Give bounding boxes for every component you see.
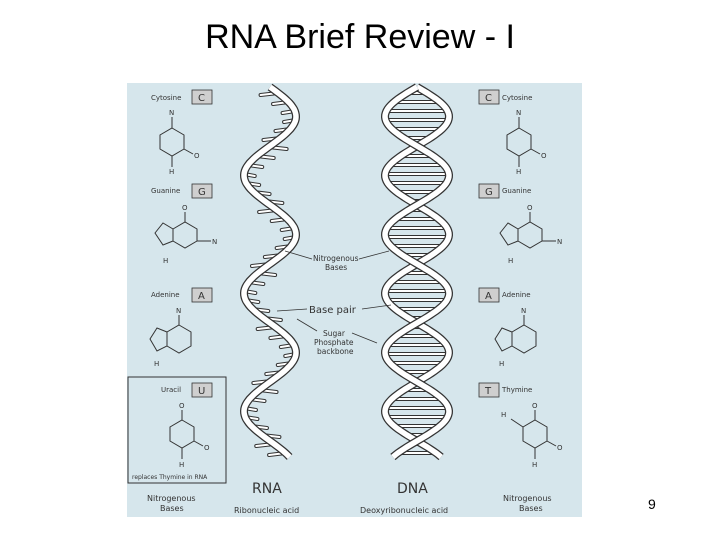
svg-text:O: O (182, 204, 188, 212)
base-name: Thymine (501, 386, 532, 394)
svg-text:N: N (516, 109, 521, 117)
base-letter-box (191, 183, 213, 199)
rna-full-name: Ribonucleic acid (234, 506, 299, 515)
base-name: Guanine (151, 187, 180, 195)
svg-text:H: H (532, 461, 537, 469)
svg-text:H: H (163, 257, 168, 265)
svg-text:Bases: Bases (519, 504, 543, 513)
base-letter-box (191, 89, 213, 105)
base-letter: T (484, 386, 492, 397)
center-labels: Nitrogenous Bases Base pair Sugar Phosph… (276, 250, 392, 356)
svg-text:backbone: backbone (317, 347, 354, 356)
leader-nitrogenous-left (284, 250, 313, 260)
svg-text:H: H (169, 168, 174, 176)
left-adenine: Adenine A N H (149, 287, 213, 368)
left-cytosine: Cytosine C N H O (151, 89, 213, 176)
base-letter: A (485, 291, 492, 302)
leader-base-pair-left (276, 308, 308, 312)
svg-text:H: H (499, 360, 504, 368)
rna-title: RNA (252, 481, 282, 497)
dna-title: DNA (397, 481, 428, 497)
label-base-pair: Base pair (309, 305, 357, 316)
svg-text:O: O (527, 204, 533, 212)
base-name: Adenine (151, 291, 180, 299)
purine-ring-5 (149, 327, 168, 352)
svg-text:H: H (154, 360, 159, 368)
dna-strand-1 (382, 84, 452, 460)
left-footer: Nitrogenous Bases (147, 494, 196, 513)
label-backbone: Sugar (323, 329, 346, 338)
base-letter-box (478, 89, 500, 105)
base-name: Adenine (502, 291, 531, 299)
svg-text:H: H (179, 461, 184, 469)
base-letter-box (478, 183, 500, 199)
right-guanine: G Guanine O N H (478, 183, 562, 265)
svg-text:N: N (212, 238, 217, 246)
svg-text:Phosphate: Phosphate (314, 338, 354, 347)
svg-text:O: O (194, 152, 200, 160)
svg-text:O: O (179, 402, 185, 410)
svg-text:H: H (508, 257, 513, 265)
svg-text:H: H (501, 411, 506, 419)
svg-text:O: O (541, 152, 547, 160)
base-name: Cytosine (502, 94, 532, 102)
right-adenine: A Adenine N H (478, 287, 537, 368)
base-letter-box (478, 287, 500, 303)
base-letter: C (485, 93, 492, 104)
right-cytosine: C Cytosine N H O (478, 89, 547, 176)
dna-strand-2 (382, 84, 452, 460)
svg-text:Nitrogenous: Nitrogenous (503, 494, 552, 503)
base-letter-box (191, 382, 213, 398)
molecule-names: RNA Ribonucleic acid DNA Deoxyribonuclei… (234, 481, 448, 515)
base-letter: U (198, 386, 205, 397)
leader-base-pair-right (361, 304, 392, 310)
base-name: Uracil (161, 386, 181, 394)
svg-text:N: N (557, 238, 562, 246)
base-letter: C (198, 93, 205, 104)
base-letter-box (478, 382, 500, 398)
base-name: Cytosine (151, 94, 181, 102)
slide-page-number: 9 (648, 496, 656, 512)
dna-double-helix (380, 83, 454, 461)
slide-title: RNA Brief Review - I (205, 18, 515, 56)
svg-text:Bases: Bases (325, 263, 347, 272)
rna-dna-diagram: Cytosine C N H O Guanine G O N H Adenine… (127, 83, 582, 517)
svg-text:O: O (532, 402, 538, 410)
label-nitrogenous: Nitrogenous (313, 254, 359, 263)
left-guanine: Guanine G O N H (151, 183, 217, 265)
right-footer: Nitrogenous Bases (503, 494, 552, 513)
purine-ring-5 (494, 327, 513, 352)
svg-text:O: O (557, 444, 563, 452)
uracil-note: replaces Thymine in RNA (132, 474, 208, 481)
base-letter: G (198, 187, 206, 198)
svg-text:Nitrogenous: Nitrogenous (147, 494, 196, 503)
rna-single-strand-helix (239, 83, 301, 460)
rna-backbone (241, 84, 299, 459)
base-letter: A (198, 291, 205, 302)
leader-nitrogenous-right (358, 250, 390, 260)
svg-text:Bases: Bases (160, 504, 184, 513)
base-letter: G (485, 187, 493, 198)
leader-backbone-left (296, 318, 318, 332)
svg-text:H: H (516, 168, 521, 176)
base-letter-box (191, 287, 213, 303)
dna-full-name: Deoxyribonucleic acid (360, 506, 448, 515)
uracil-box: Uracil U O H O replaces Thymine in RNA (127, 376, 227, 484)
svg-text:O: O (204, 444, 210, 452)
leader-backbone-right (351, 332, 378, 344)
right-thymine: T Thymine O H H O (478, 382, 563, 469)
base-name: Guanine (502, 187, 531, 195)
uracil-outline (127, 376, 227, 484)
svg-text:N: N (176, 307, 181, 315)
svg-text:N: N (169, 109, 174, 117)
svg-text:N: N (521, 307, 526, 315)
